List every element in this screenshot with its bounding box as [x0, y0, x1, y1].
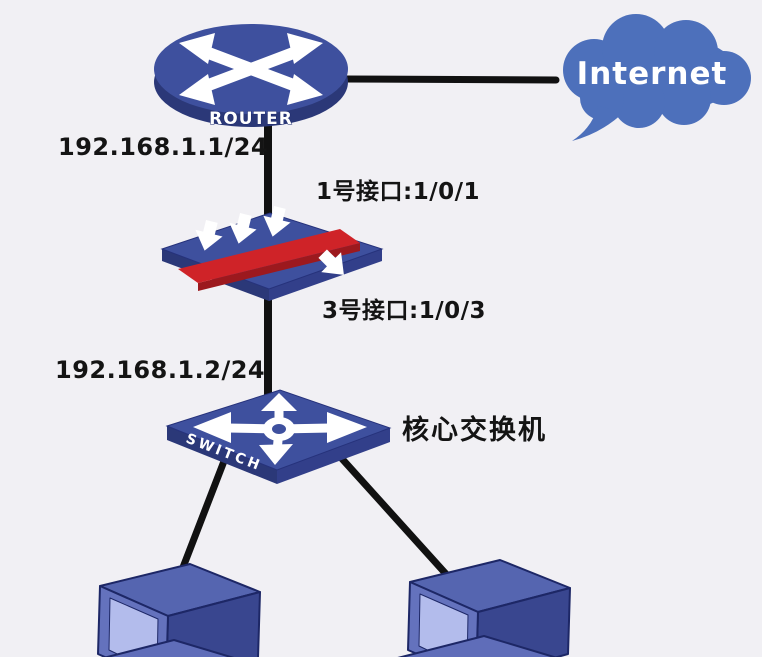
- core-switch-name-label: 核心交换机: [402, 415, 547, 446]
- downlink-port-label: 3号接口:1/0/3: [322, 298, 487, 324]
- pc-icon-left: [97, 563, 261, 657]
- link-switch-pc-right: [331, 447, 450, 578]
- red-stripe-edge: [198, 243, 360, 291]
- link-router-internet: [341, 75, 560, 84]
- internet-cloud-icon: Internet: [563, 14, 751, 141]
- red-stripe: [178, 229, 360, 283]
- switch-cross-arrows: [193, 393, 367, 465]
- pc-icon-right: [397, 559, 571, 657]
- router-ip-label: 192.168.1.1/24: [58, 133, 269, 161]
- firewall-icon: [160, 206, 384, 301]
- core-switch-icon: SWITCH: [165, 389, 392, 484]
- router-label: ROUTER: [209, 109, 293, 129]
- uplink-port-label: 1号接口:1/0/1: [316, 179, 481, 205]
- switch-ip-label: 192.168.1.2/24: [55, 356, 266, 384]
- internet-label: Internet: [577, 56, 728, 92]
- router-icon: ROUTER: [154, 24, 348, 130]
